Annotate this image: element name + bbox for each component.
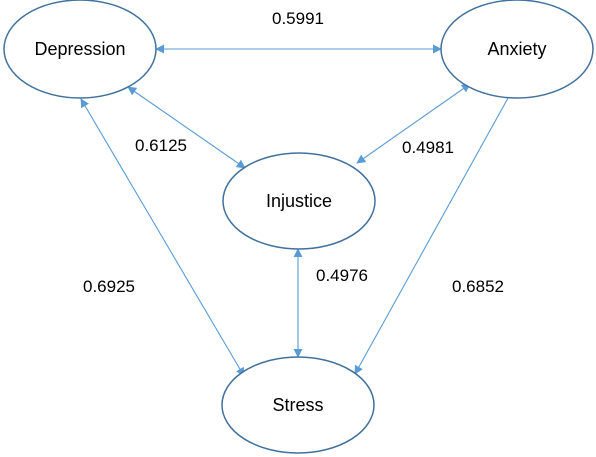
node-injustice-shape (222, 152, 376, 250)
edges (80, 44, 519, 377)
node-stress-shape (221, 356, 375, 454)
node-anxiety-label: Anxiety (487, 39, 546, 59)
node-injustice: Injustice (222, 152, 376, 250)
edge-anxiety-stress (354, 79, 519, 375)
edge-depression-stress (80, 98, 245, 377)
edge-label-anxiety-stress: 0.6852 (452, 277, 504, 296)
edge-labels: 0.5991 0.6125 0.4981 0.4976 0.6925 0.685… (83, 9, 504, 296)
node-depression-label: Depression (34, 39, 125, 59)
node-anxiety-shape (440, 0, 594, 99)
edge-label-depression-injustice: 0.6125 (135, 136, 187, 155)
node-depression: Depression (3, 0, 157, 99)
edge-depression-injustice (127, 86, 246, 169)
edge-label-depression-stress: 0.6925 (83, 277, 135, 296)
node-anxiety: Anxiety (440, 0, 594, 99)
node-injustice-label: Injustice (266, 191, 332, 211)
edge-label-anxiety-injustice: 0.4981 (402, 138, 454, 157)
edge-label-injustice-stress: 0.4976 (316, 266, 368, 285)
node-depression-shape (3, 0, 157, 99)
edge-label-depression-anxiety: 0.5991 (272, 9, 324, 28)
node-stress-label: Stress (272, 395, 323, 415)
node-stress: Stress (221, 356, 375, 454)
